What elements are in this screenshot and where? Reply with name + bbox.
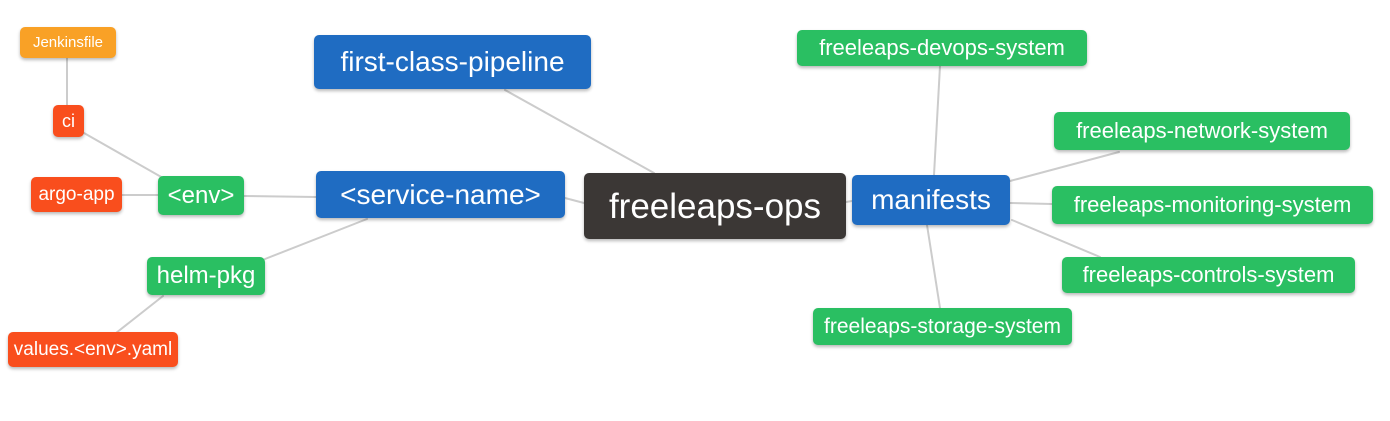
edge-env-service-name [243, 195, 317, 198]
node-jenkinsfile[interactable]: Jenkinsfile [20, 27, 116, 58]
node-values-env-yaml[interactable]: values.<env>.yaml [8, 332, 178, 367]
node-env[interactable]: <env> [158, 176, 244, 215]
node-storage-system[interactable]: freeleaps-storage-system [813, 308, 1072, 345]
node-first-class-pipeline[interactable]: first-class-pipeline [314, 35, 591, 89]
edge-manifests-monitoring-system [1009, 202, 1053, 205]
node-network-system[interactable]: freeleaps-network-system [1054, 112, 1350, 150]
edge-service-name-freeleaps-ops [564, 197, 585, 204]
node-argo-app[interactable]: argo-app [31, 177, 122, 212]
edge-first-class-pipeline-freeleaps-ops [504, 89, 655, 174]
node-manifests[interactable]: manifests [852, 175, 1010, 225]
node-freeleaps-ops[interactable]: freeleaps-ops [584, 173, 846, 239]
edge-helm-pkg-service-name [264, 218, 368, 260]
node-service-name[interactable]: <service-name> [316, 171, 565, 218]
edge-manifests-controls-system [1011, 219, 1101, 258]
edge-ci-env [83, 132, 164, 179]
node-controls-system[interactable]: freeleaps-controls-system [1062, 257, 1355, 293]
edge-manifests-network-system [1009, 151, 1120, 182]
node-devops-system[interactable]: freeleaps-devops-system [797, 30, 1087, 66]
node-monitoring-system[interactable]: freeleaps-monitoring-system [1052, 186, 1373, 224]
node-helm-pkg[interactable]: helm-pkg [147, 257, 265, 295]
node-ci[interactable]: ci [53, 105, 84, 137]
edge-values-env-yaml-helm-pkg [115, 295, 164, 334]
edge-freeleaps-ops-manifests [845, 200, 853, 203]
edge-manifests-storage-system [926, 224, 941, 309]
edge-manifests-devops-system [933, 65, 941, 176]
